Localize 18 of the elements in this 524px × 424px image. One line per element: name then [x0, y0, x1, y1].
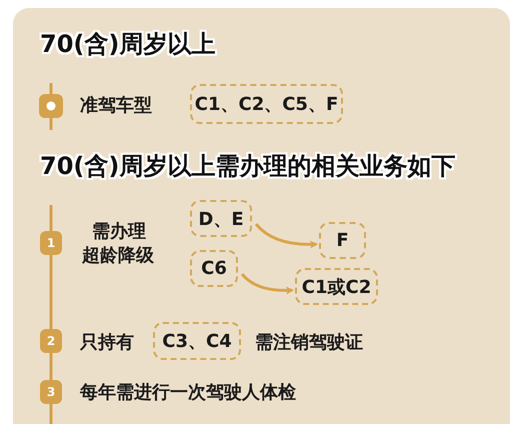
step-number-badge: 2	[40, 329, 62, 353]
option-box: F	[319, 222, 366, 259]
option-box: C3、C4	[153, 322, 241, 360]
arrow	[254, 223, 318, 248]
label-text: 需注销驾驶证	[255, 331, 363, 354]
option-box: D、E	[190, 200, 252, 237]
label-text: 需办理超龄降级	[82, 220, 155, 268]
label-text: 每年需进行一次驾驶人体检	[80, 381, 296, 404]
heading: 70(含)周岁以上需办理的相关业务如下	[40, 151, 456, 182]
option-box: C1或C2	[295, 268, 378, 305]
option-box: C6	[190, 250, 238, 287]
label-text: 只持有	[80, 331, 134, 354]
step-number-badge: 1	[40, 231, 62, 255]
arrow	[240, 273, 294, 294]
heading: 70(含)周岁以上	[40, 29, 216, 60]
step-number-badge: 3	[40, 380, 62, 404]
label-text: 准驾车型	[80, 94, 152, 117]
option-box: C1、C2、C5、F	[190, 84, 343, 124]
